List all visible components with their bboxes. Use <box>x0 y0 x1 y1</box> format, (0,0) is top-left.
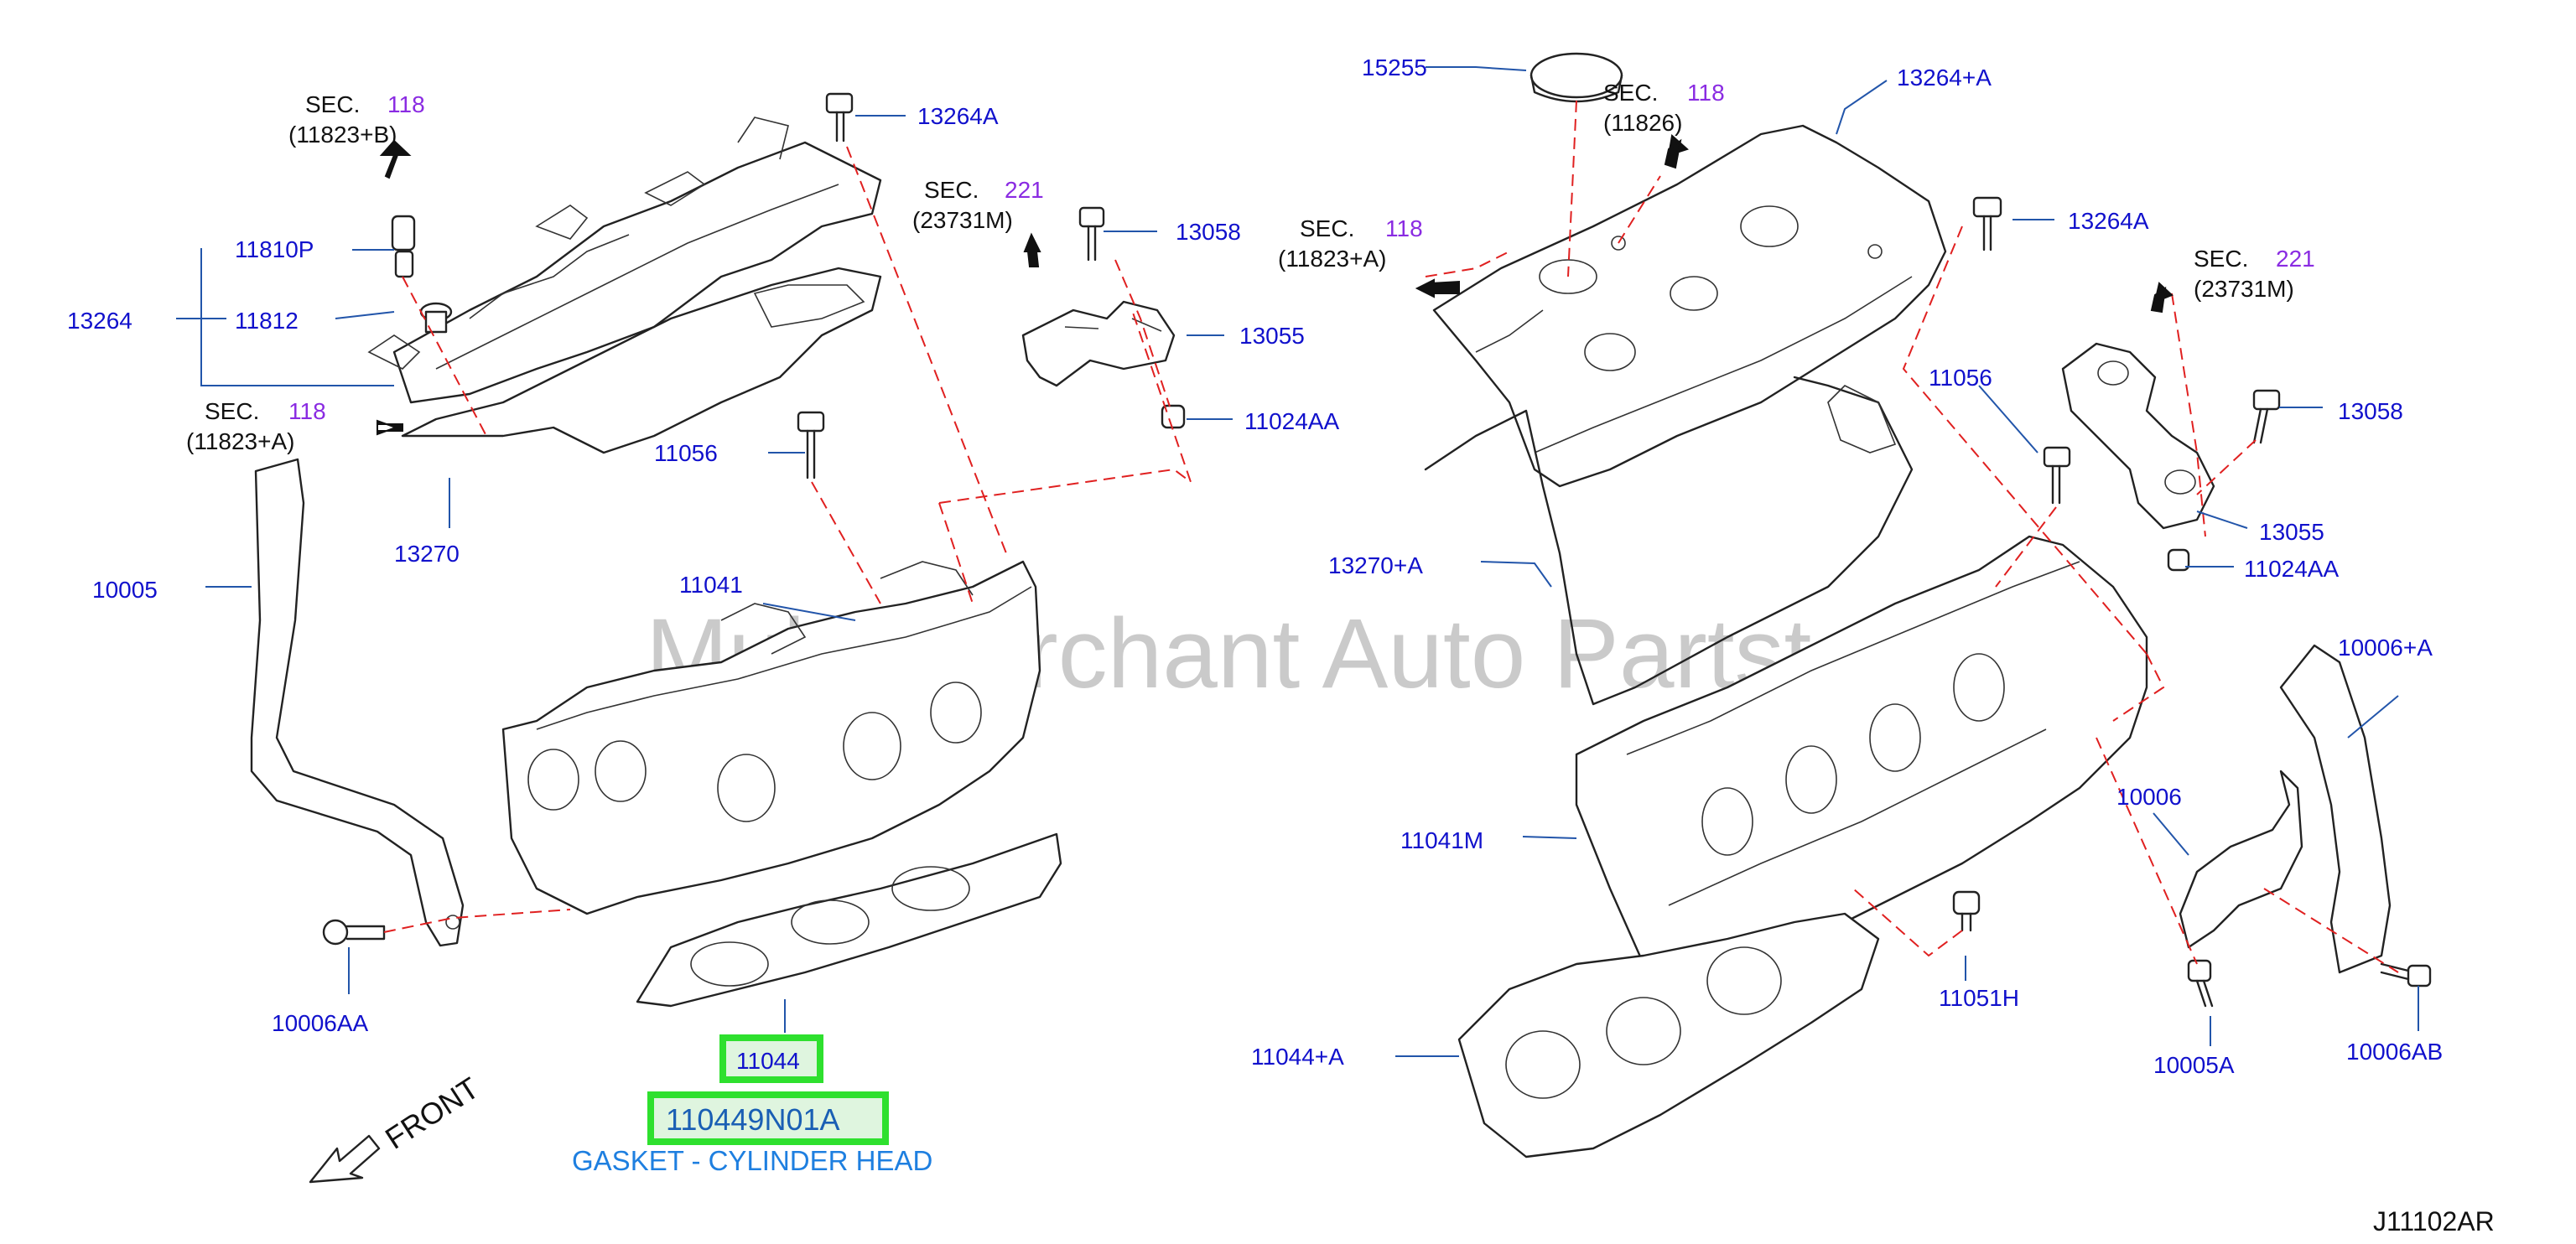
arrow-up-icon <box>2150 282 2174 314</box>
label-13055-right: 13055 <box>2259 519 2324 545</box>
seal-11024aa-left <box>1161 404 1186 429</box>
label-11812: 11812 <box>235 308 299 334</box>
front-arrow-icon <box>309 1134 381 1184</box>
sec-prefix: SEC. <box>1603 80 1658 106</box>
bolt-11051h <box>1952 890 1981 932</box>
label-13058-right: 13058 <box>2338 398 2403 424</box>
label-11024aa-left: 11024AA <box>1244 408 1339 434</box>
right-valve-cover-gasket <box>1424 376 1914 706</box>
highlighted-part[interactable]: 11044 110449N01A GASKET - CYLINDER HEAD <box>572 1034 932 1176</box>
sec-number: 221 <box>2276 246 2315 272</box>
label-10006: 10006 <box>2116 784 2182 810</box>
diagram-code: J11102AR <box>2373 1206 2495 1236</box>
oem-number-highlight-box[interactable] <box>647 1091 889 1145</box>
sec-ref-6: SEC. 221 (23731M) <box>2194 246 2315 302</box>
sec-ref-code: (23731M) <box>912 207 1013 233</box>
label-11041: 11041 <box>679 572 743 598</box>
arrow-up-icon <box>1664 134 1689 169</box>
sec-prefix: SEC. <box>1300 215 1354 241</box>
highlight-part-number: 11044 <box>736 1048 800 1074</box>
bolt-13264a-right <box>1972 196 2002 251</box>
label-11044-a: 11044+A <box>1251 1044 1344 1070</box>
right-head-gasket <box>1457 912 1880 1158</box>
sec-ref-code: (11823+A) <box>186 428 294 454</box>
label-10005: 10005 <box>92 577 158 603</box>
label-13264: 13264 <box>67 308 132 334</box>
label-11810p: 11810P <box>235 236 314 262</box>
oem-part-number: 110449N01A <box>666 1102 840 1137</box>
label-15255: 15255 <box>1362 54 1427 80</box>
label-11051h: 11051H <box>1939 985 2019 1011</box>
sec-ref-code: (11826) <box>1603 110 1682 136</box>
sec-number: 118 <box>1687 80 1725 106</box>
label-13270-a: 13270+A <box>1328 552 1423 578</box>
leader-lines <box>176 66 2419 1057</box>
vtc-cover-13055-right <box>2061 342 2215 530</box>
part-description: GASKET - CYLINDER HEAD <box>572 1145 932 1176</box>
label-13264a-right: 13264A <box>2068 208 2149 234</box>
arrow-up-icon <box>1023 232 1041 267</box>
label-11056-right: 11056 <box>1929 365 1992 391</box>
sec-number: 118 <box>288 398 326 424</box>
bolt-13058-left <box>1078 206 1105 262</box>
label-13055-left: 13055 <box>1239 323 1305 349</box>
sec-ref-3: SEC. 221 (23731M) <box>912 177 1044 233</box>
label-13264a-left: 13264A <box>917 103 999 129</box>
left-cylinder-head-11041 <box>501 560 1041 915</box>
sec-ref-code: (11823+B) <box>288 122 397 148</box>
sec-number: 221 <box>1005 177 1044 203</box>
right-valve-cover <box>1432 124 1947 488</box>
bolt-11056-right <box>2043 446 2071 505</box>
sec-prefix: SEC. <box>205 398 259 424</box>
label-11041m: 11041M <box>1400 827 1483 853</box>
sec-number: 118 <box>387 91 425 117</box>
seal-11024aa-right <box>2167 548 2190 572</box>
label-11024aa-right: 11024AA <box>2244 556 2339 582</box>
bracket-10006 <box>2179 770 2303 949</box>
bolt-10005a <box>2187 959 2214 1008</box>
bracket-10005 <box>250 458 465 947</box>
part-number-highlight-box[interactable] <box>719 1034 823 1083</box>
sec-prefix: SEC. <box>2194 246 2248 272</box>
arrow-up-icon <box>379 139 412 179</box>
label-10005a: 10005A <box>2153 1052 2235 1078</box>
left-head-gasket-11044 <box>636 832 1062 1008</box>
arrow-left-icon <box>377 419 403 436</box>
label-11056-left: 11056 <box>654 440 718 466</box>
bolt-13264a-left <box>825 92 854 143</box>
label-13058-left: 13058 <box>1176 219 1241 245</box>
vtc-cover-13055-left <box>1021 300 1176 387</box>
sec-ref-code: (23731M) <box>2194 276 2294 302</box>
bolt-10006ab <box>2380 962 2432 987</box>
arrow-left-icon <box>1415 278 1460 298</box>
label-10006ab: 10006AB <box>2346 1039 2443 1065</box>
sec-ref-1: SEC. 118 (11823+B) <box>288 91 425 148</box>
left-valve-cover-gasket <box>401 267 882 454</box>
left-valve-cover <box>367 117 882 404</box>
bolt-11056-left <box>797 411 825 479</box>
sec-ref-4: SEC. 118 (11826) <box>1603 80 1725 136</box>
sec-prefix: SEC. <box>924 177 979 203</box>
sec-ref-5: SEC. 118 (11823+A) <box>1278 215 1423 272</box>
front-label: FRONT <box>379 1070 485 1156</box>
assembly-guide-lines <box>383 100 2399 973</box>
sec-prefix: SEC. <box>305 91 360 117</box>
sec-ref-2: SEC. 118 (11823+A) <box>186 398 326 454</box>
label-13264-a: 13264+A <box>1897 65 1992 91</box>
bolt-10006aa <box>322 919 386 946</box>
bolt-13058-right <box>2252 389 2281 444</box>
sec-ref-code: (11823+A) <box>1278 246 1386 272</box>
label-10006aa: 10006AA <box>272 1010 369 1036</box>
sec-number: 118 <box>1385 215 1423 241</box>
front-indicator: FRONT <box>309 1070 485 1184</box>
bracket-10006-a <box>2279 644 2392 974</box>
section-arrows <box>377 134 2174 436</box>
label-10006-a: 10006+A <box>2338 635 2433 661</box>
label-13270: 13270 <box>394 541 460 567</box>
